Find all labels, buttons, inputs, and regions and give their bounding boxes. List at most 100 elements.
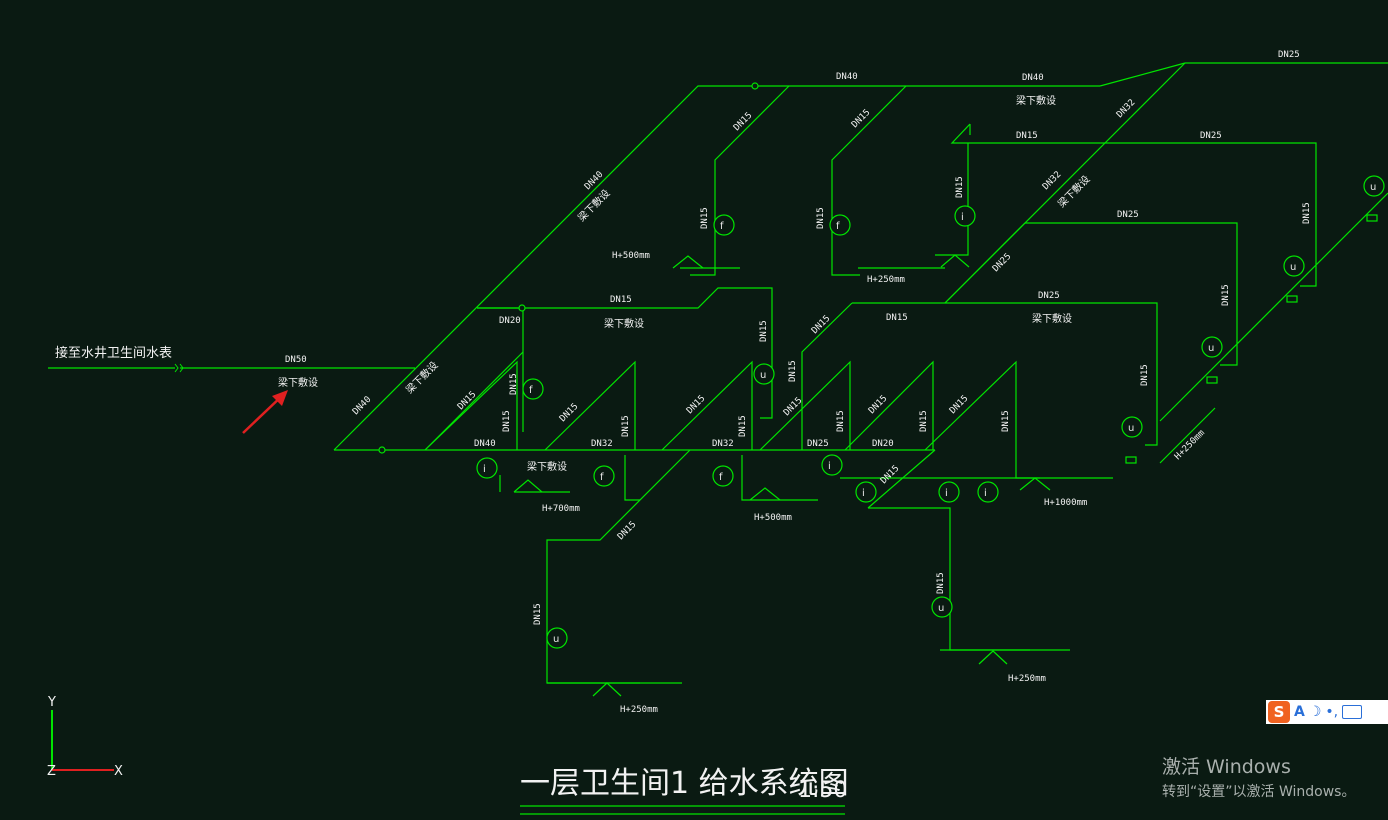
label-dn40: DN40 — [583, 170, 605, 192]
label-h1000: H+1000mm — [1044, 498, 1087, 508]
label-dn15: DN15 — [1016, 131, 1038, 141]
label-dn25: DN25 — [1038, 291, 1060, 301]
fixture-icon: f — [829, 214, 851, 236]
label-dn15: DN15 — [816, 207, 826, 229]
label-beam-under: 梁下敷设 — [575, 187, 612, 224]
keyboard-icon[interactable] — [1342, 705, 1363, 719]
label-dn15: DN15 — [502, 410, 512, 432]
label-h700: H+700mm — [542, 504, 580, 514]
label-dn15: DN15 — [732, 111, 754, 133]
label-dn25: DN25 — [1117, 210, 1139, 220]
rotated-labels: DN40 梁下敷设 梁下敷设 DN40 DN15 DN15 DN32 DN32 … — [351, 98, 1207, 542]
label-dn15: DN15 — [1001, 410, 1011, 432]
drawing-scale: 1:50 — [798, 778, 847, 803]
label-dn32: DN32 — [591, 439, 613, 449]
sogou-logo-icon[interactable]: S — [1268, 701, 1290, 723]
svg-text:f: f — [529, 385, 533, 396]
moon-icon[interactable]: ☽ — [1308, 704, 1322, 720]
label-dn15: DN15 — [948, 394, 970, 416]
label-dn15: DN15 — [788, 360, 798, 382]
label-dn20: DN20 — [499, 316, 521, 326]
fixture-icon: i — [476, 457, 498, 479]
label-dn32: DN32 — [1115, 98, 1137, 120]
axis-z-label: Z — [47, 764, 56, 779]
svg-text:u: u — [1290, 262, 1296, 273]
label-dn15: DN15 — [1221, 284, 1231, 306]
fixture-icon: i — [954, 205, 976, 227]
label-dn15: DN15 — [685, 394, 707, 416]
label-dn15: DN15 — [867, 394, 889, 416]
svg-text:i: i — [984, 488, 987, 499]
fixtures: f f i u u u u f u i f f i i i i u u — [476, 175, 1385, 649]
label-dn15: DN15 — [919, 410, 929, 432]
label-dn25: DN25 — [1200, 131, 1222, 141]
label-h500: H+500mm — [612, 251, 650, 261]
label-h250: H+250mm — [1008, 674, 1046, 684]
activation-watermark-subtitle: 转到“设置”以激活 Windows。 — [1162, 784, 1356, 800]
svg-text:f: f — [720, 221, 724, 232]
pipe-labels: 接至水井卫生间水表 DN50 梁下敷设 DN40 DN40 梁下敷设 DN25 … — [55, 50, 1300, 715]
svg-text:f: f — [600, 472, 604, 483]
fixture-icon: u — [546, 627, 568, 649]
label-dn15: DN15 — [1302, 202, 1312, 224]
label-dn15: DN15 — [558, 402, 580, 424]
label-beam-under: 梁下敷设 — [1016, 94, 1056, 107]
label-beam-under: 梁下敷设 — [604, 317, 644, 330]
inlet-label: 接至水井卫生间水表 — [55, 345, 172, 361]
valves — [378, 82, 759, 454]
svg-text:u: u — [553, 634, 559, 645]
ime-toolbar[interactable]: S A ☽ •, — [1266, 700, 1388, 724]
label-dn15: DN15 — [879, 464, 901, 486]
label-dn15: DN15 — [533, 603, 543, 625]
label-beam-under: 梁下敷设 — [527, 460, 567, 473]
label-dn20: DN20 — [872, 439, 894, 449]
fixture-icon: u — [753, 363, 775, 385]
fixture-icon: i — [855, 481, 877, 503]
fixture-icon: f — [712, 465, 734, 487]
label-dn15: DN15 — [738, 415, 748, 437]
label-dn15: DN15 — [782, 396, 804, 418]
label-dn40: DN40 — [836, 72, 858, 82]
label-dn32: DN32 — [1041, 170, 1063, 192]
label-dn25: DN25 — [991, 252, 1013, 274]
svg-text:f: f — [719, 472, 723, 483]
svg-text:f: f — [836, 221, 840, 232]
punctuation-icon[interactable]: •, — [1325, 704, 1339, 720]
fixture-icon: i — [821, 454, 843, 476]
ime-mode-toggle[interactable]: A — [1294, 704, 1305, 720]
label-dn15: DN15 — [509, 373, 519, 395]
label-beam-under: 梁下敷设 — [403, 359, 440, 396]
svg-text:i: i — [862, 488, 865, 499]
activation-watermark-title: 激活 Windows — [1162, 756, 1291, 778]
fixture-icon: u — [1121, 416, 1143, 438]
vertical-labels: DN15 DN15 DN15 DN15 DN15 DN15 DN15 DN15 … — [502, 176, 1312, 625]
label-h500: H+500mm — [754, 513, 792, 523]
fixture-icon: f — [522, 378, 544, 400]
label-dn15: DN15 — [610, 295, 632, 305]
fixture-icon: u — [931, 596, 953, 618]
label-dn15: DN15 — [1140, 364, 1150, 386]
axis-x-label: X — [114, 764, 123, 779]
label-dn15: DN15 — [621, 415, 631, 437]
label-h250: H+250mm — [620, 705, 658, 715]
fixture-boxes — [1125, 214, 1378, 464]
label-dn15: DN15 — [850, 108, 872, 130]
label-h250: H+250mm — [867, 275, 905, 285]
label-dn15: DN15 — [955, 176, 965, 198]
fixture-icon: i — [938, 481, 960, 503]
fixture-icon: i — [977, 481, 999, 503]
label-dn15: DN15 — [886, 313, 908, 323]
axis-y-label: Y — [47, 695, 56, 710]
fixture-icon: u — [1283, 255, 1305, 277]
pipe-network — [48, 62, 1388, 684]
svg-text:i: i — [828, 461, 831, 472]
label-dn15: DN15 — [836, 410, 846, 432]
svg-text:u: u — [1128, 423, 1134, 434]
label-dn15: DN15 — [616, 520, 638, 542]
svg-text:i: i — [961, 212, 964, 223]
fixture-icon: u — [1201, 336, 1223, 358]
supports — [513, 254, 1051, 697]
ucs-axes: Y Z X — [47, 695, 123, 779]
label-dn25: DN25 — [1278, 50, 1300, 60]
